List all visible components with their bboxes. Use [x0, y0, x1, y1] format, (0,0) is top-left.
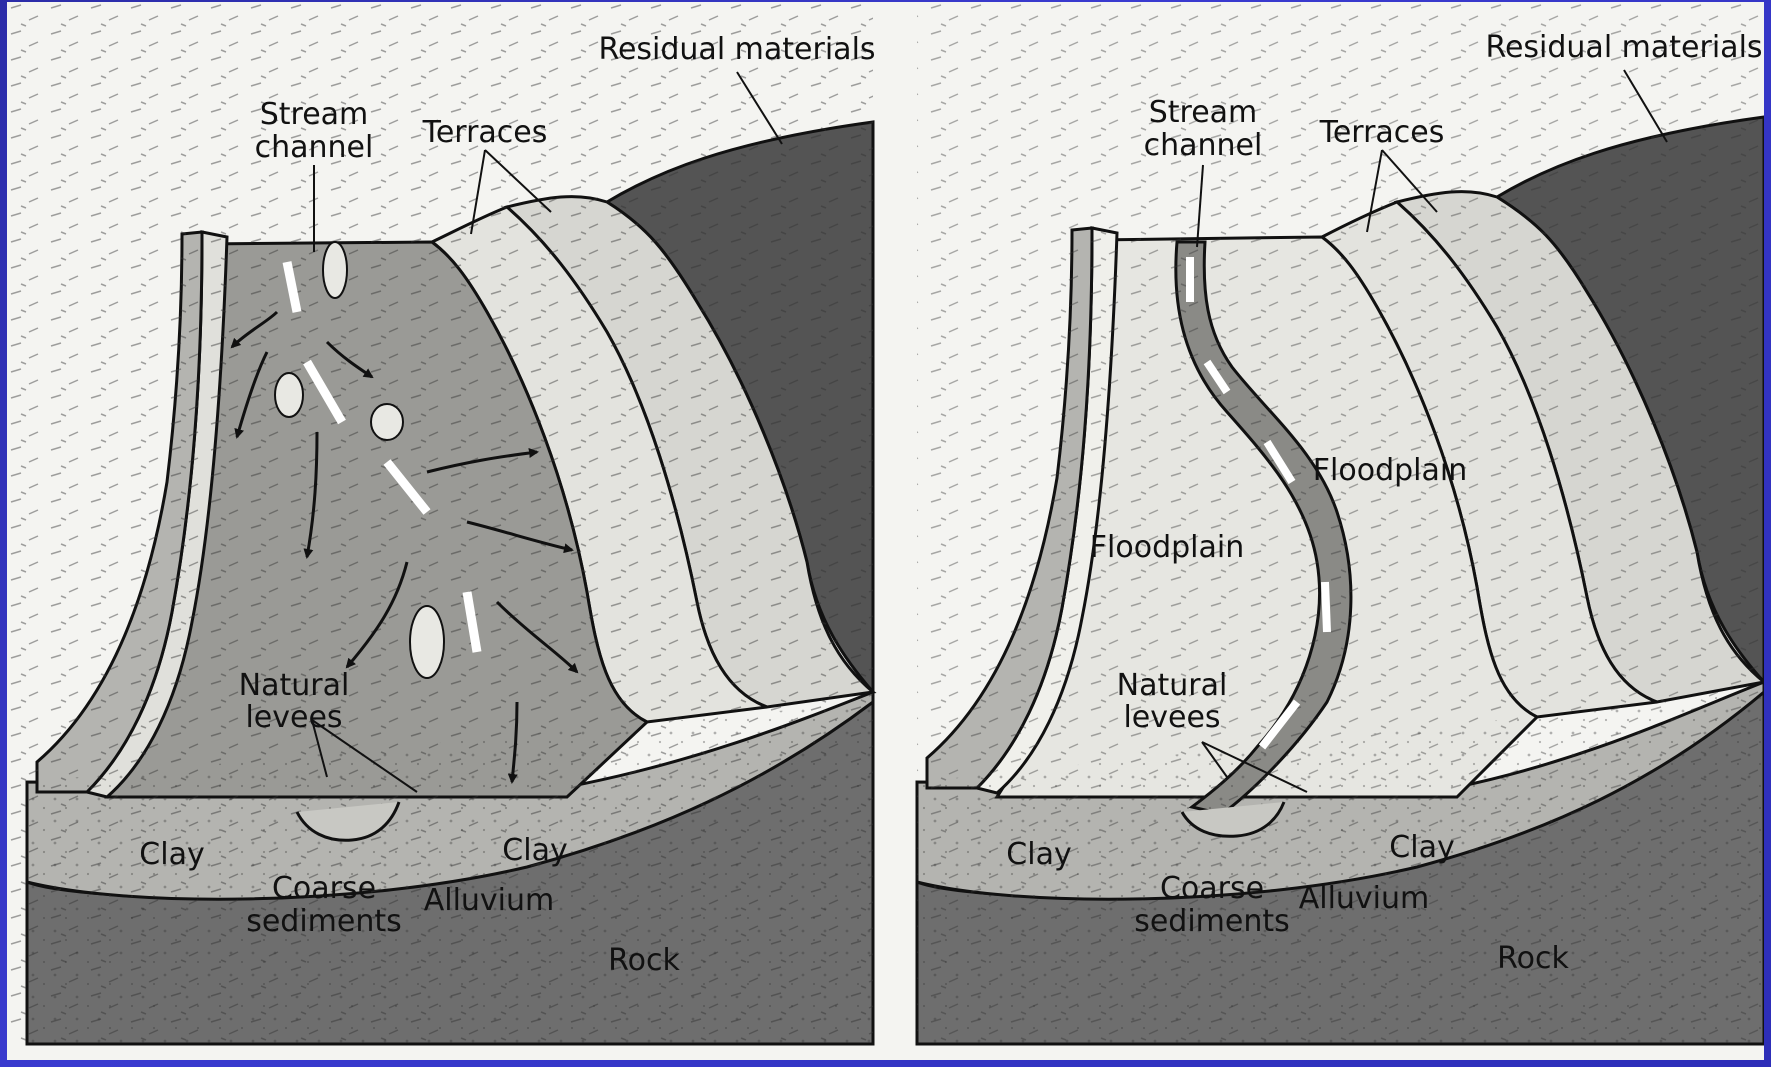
rock-label: Rock — [1497, 941, 1569, 976]
natural-levees-label-line2: levees — [1123, 700, 1220, 735]
rock-label: Rock — [608, 943, 680, 978]
right-panel: Residual materials Stream channel Terrac… — [917, 2, 1764, 1044]
clay-right-label: Clay — [1389, 830, 1454, 865]
clay-right-label: Clay — [502, 833, 567, 868]
stream-channel-label-line1: Stream — [260, 97, 369, 132]
residual-materials-label: Residual materials — [598, 32, 875, 67]
stream-channel-label-line2: channel — [1144, 128, 1263, 163]
alluvium-label: Alluvium — [424, 883, 555, 918]
coarse-sediments-label-line1: Coarse — [1160, 871, 1264, 906]
terraces-label: Terraces — [1319, 115, 1445, 150]
terraces-label: Terraces — [422, 115, 548, 150]
left-panel: Residual materials Stream channel Terrac… — [7, 2, 876, 1044]
floodplain-diagram: Residual materials Stream channel Terrac… — [7, 2, 1764, 1060]
natural-levees-label-line1: Natural — [1117, 668, 1228, 703]
residual-materials-label: Residual materials — [1485, 30, 1762, 65]
natural-levees-label-line2: levees — [245, 700, 342, 735]
clay-left-label: Clay — [1006, 837, 1071, 872]
coarse-sediments-label-line1: Coarse — [272, 871, 376, 906]
stream-channel-label-line2: channel — [255, 130, 374, 165]
stream-channel-label-line1: Stream — [1149, 95, 1258, 130]
clay-left-label: Clay — [139, 837, 204, 872]
coarse-sediments-label-line2: sediments — [1134, 904, 1290, 939]
floodplain-upper-label: Floodplain — [1313, 453, 1467, 488]
alluvium-label: Alluvium — [1299, 881, 1430, 916]
floodplain-lower-label: Floodplain — [1090, 530, 1244, 565]
natural-levees-label-line1: Natural — [239, 668, 350, 703]
coarse-sediments-label-line2: sediments — [246, 904, 402, 939]
